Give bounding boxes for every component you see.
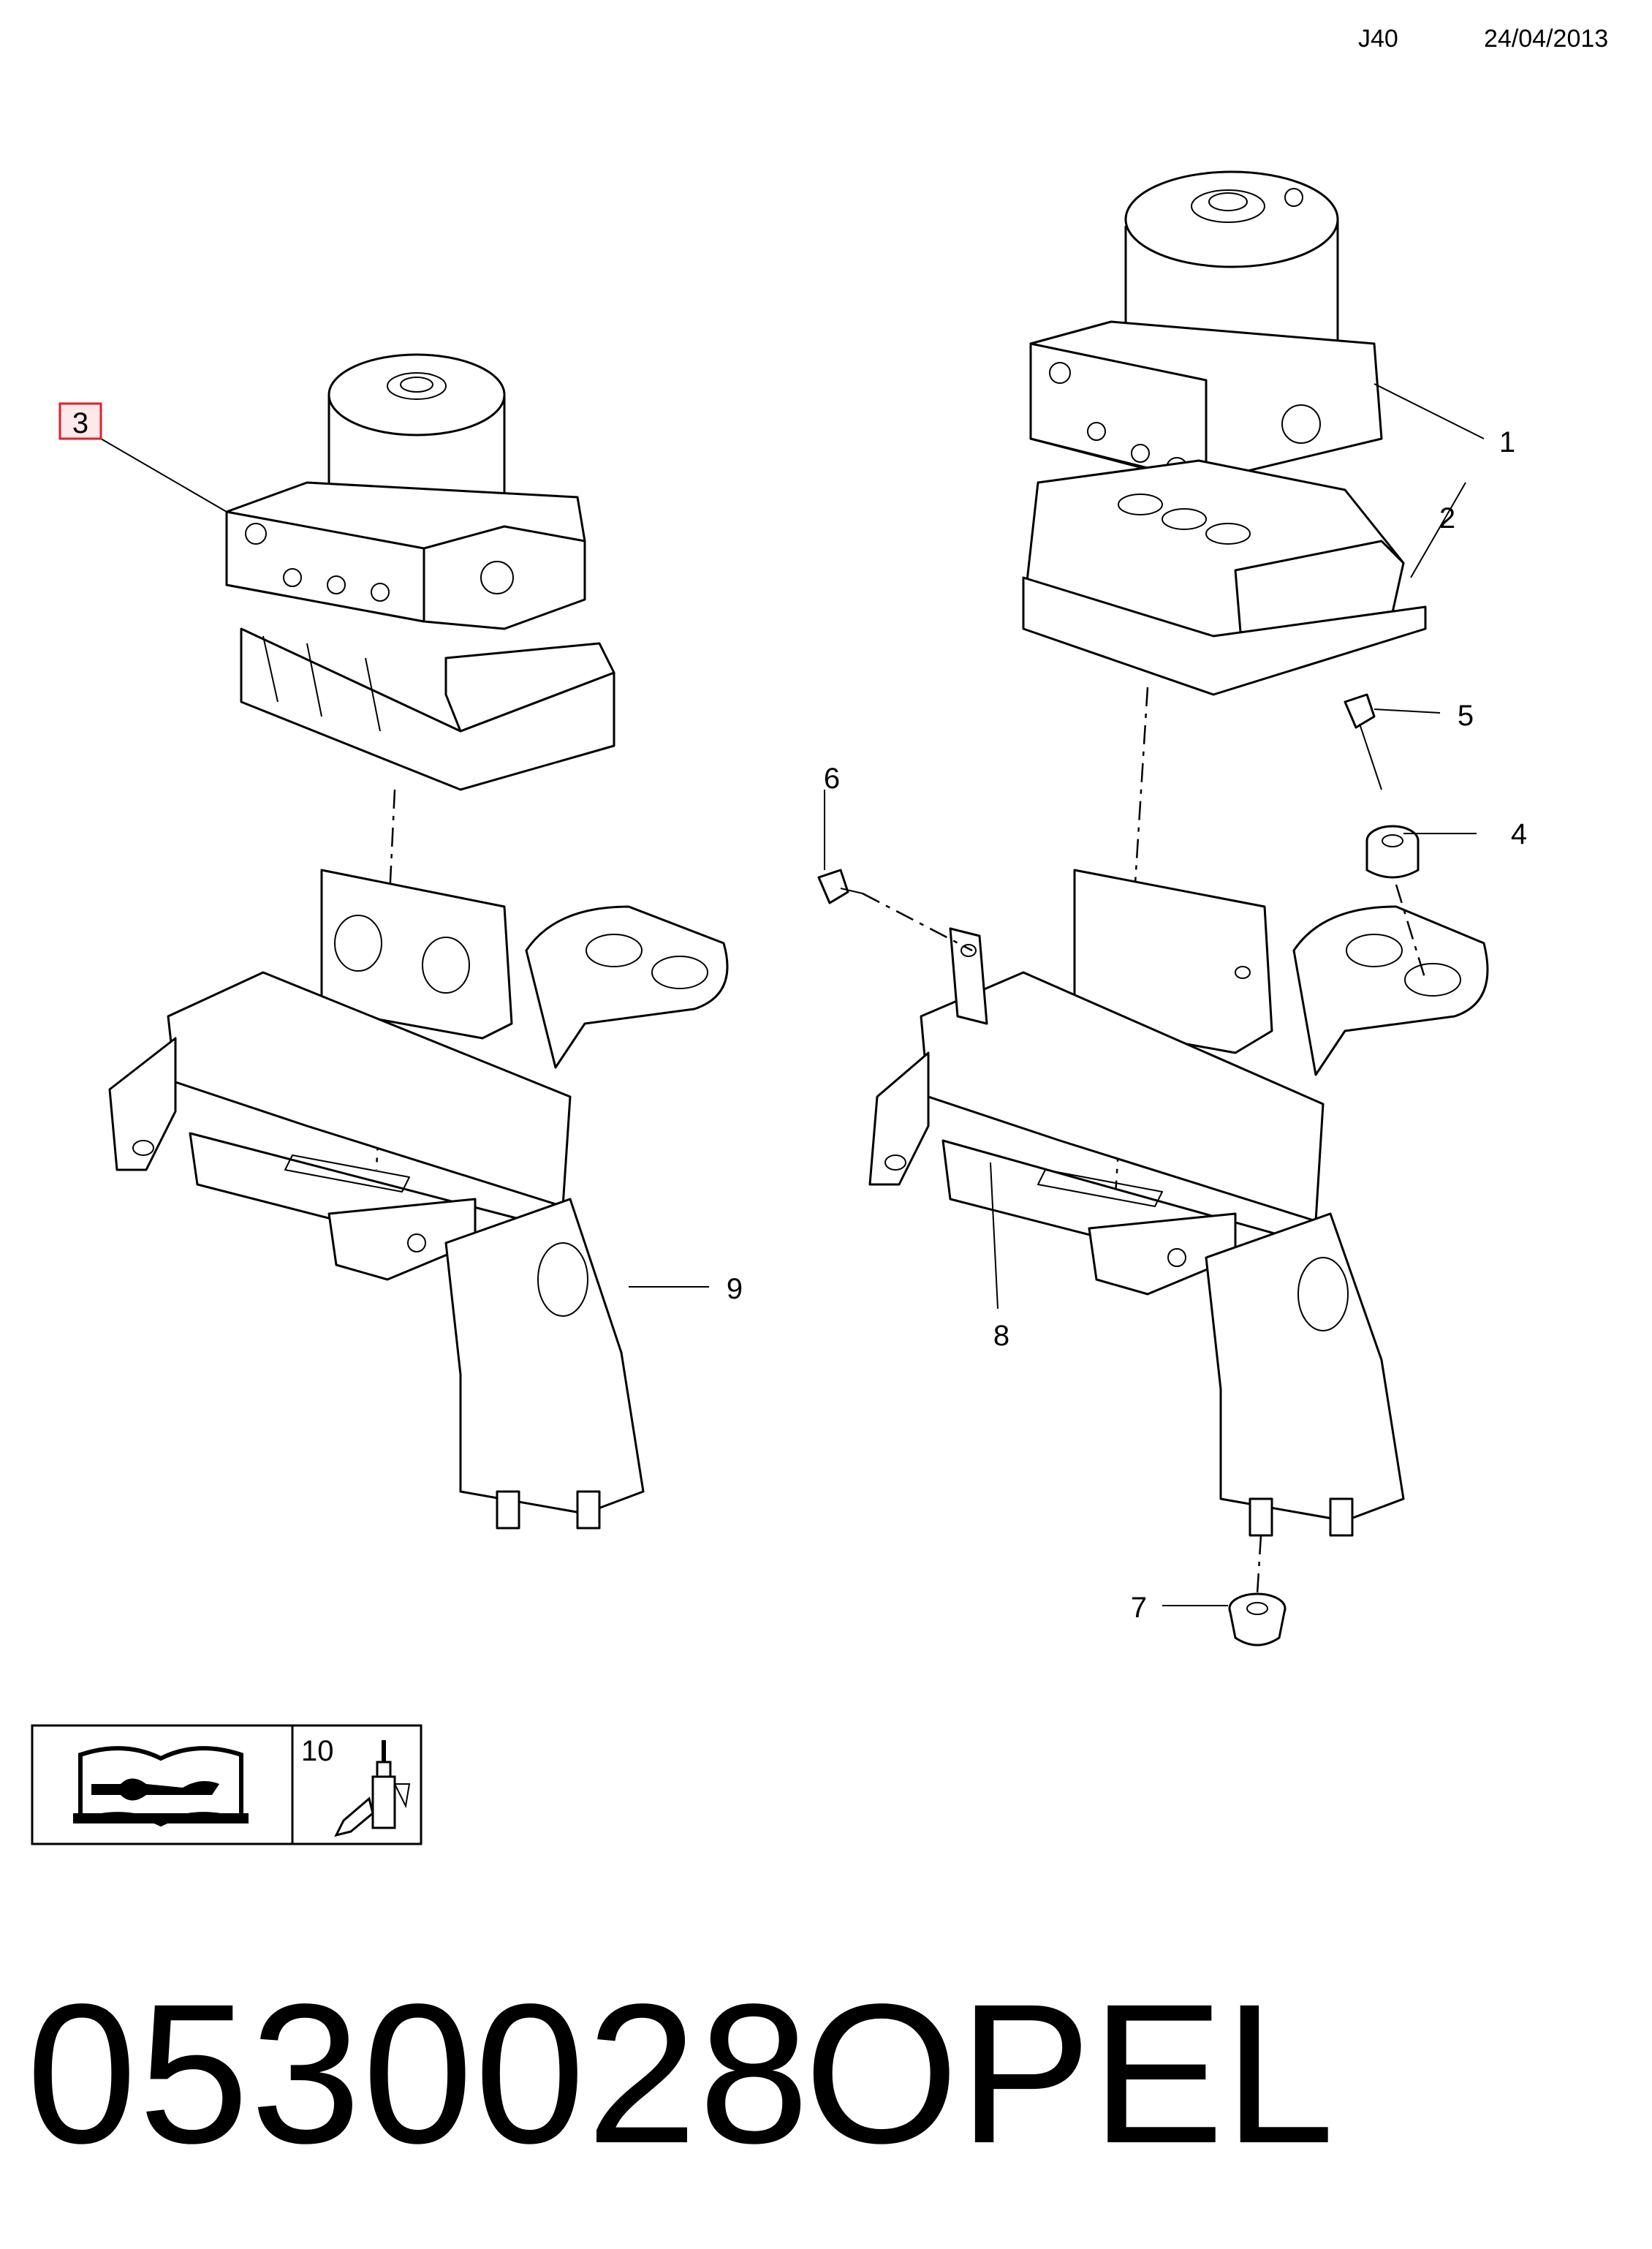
diagram-date: 24/04/2013 [1484,25,1609,53]
legend-label-10: 10 [301,1735,334,1767]
callout-8: 8 [993,1320,1009,1352]
callout-6: 6 [824,763,840,795]
adhesive-bottle-icon [334,1740,411,1837]
callout-3: 3 [72,407,88,439]
right-abs-unit [1022,170,1427,696]
part-number: 0530028 [26,1962,811,2185]
bolt-6 [817,869,863,904]
repair-manual-icon [73,1746,249,1827]
diagram-code: J40 [1358,25,1398,53]
nut-7 [1228,1592,1287,1647]
callout-4: 4 [1511,818,1527,850]
brand-name: OPEL [804,1962,1335,2185]
callout-5: 5 [1458,700,1474,732]
callout-2: 2 [1439,502,1455,534]
callout-9: 9 [727,1273,743,1305]
callout-7: 7 [1131,1592,1147,1624]
left-abs-unit [225,353,615,791]
bolt-5 [1344,693,1382,790]
callout-1: 1 [1499,426,1515,458]
legend-box: 10 [31,1724,423,1845]
callout-3-highlight [58,402,102,440]
left-bracket [108,869,729,1530]
right-bracket [868,869,1489,1537]
